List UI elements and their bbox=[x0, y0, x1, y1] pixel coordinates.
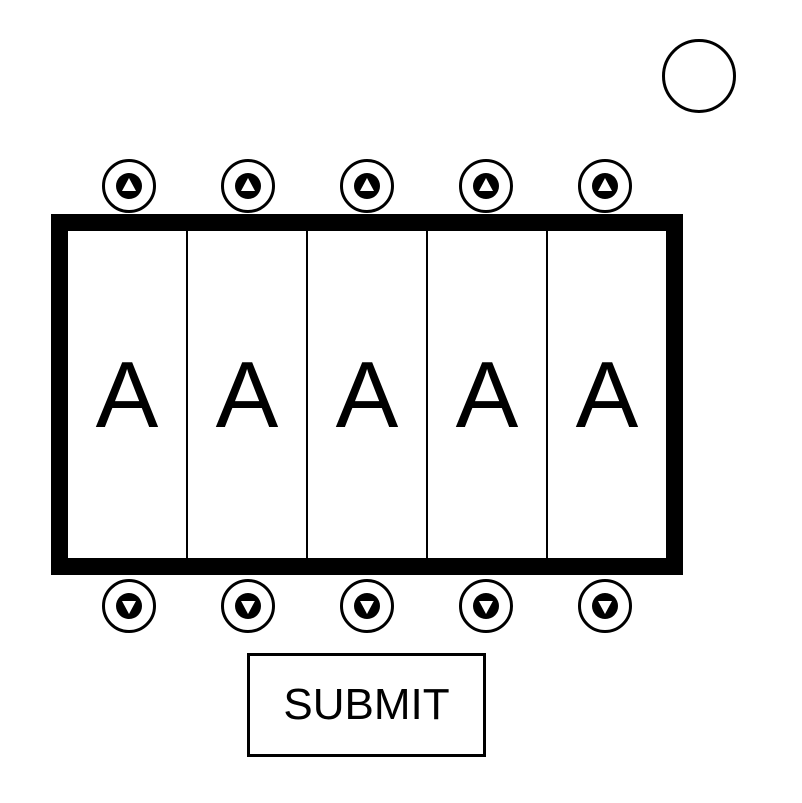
wheel-1-letter: A bbox=[68, 231, 188, 558]
triangle-up-icon bbox=[116, 173, 142, 199]
wheel-3-down-button[interactable] bbox=[340, 579, 394, 633]
triangle-up-icon bbox=[235, 173, 261, 199]
triangle-down-icon bbox=[592, 593, 618, 619]
wheel-5-letter: A bbox=[575, 341, 639, 447]
triangle-down-icon bbox=[473, 593, 499, 619]
status-circle-icon bbox=[662, 39, 736, 113]
wheel-3-letter: A bbox=[308, 231, 428, 558]
wheel-1-up-button[interactable] bbox=[102, 159, 156, 213]
triangle-up-icon bbox=[592, 173, 618, 199]
triangle-up-icon bbox=[354, 173, 380, 199]
triangle-up-icon bbox=[473, 173, 499, 199]
triangle-down-icon bbox=[354, 593, 380, 619]
wheel-4-up-button[interactable] bbox=[459, 159, 513, 213]
triangle-down-icon bbox=[235, 593, 261, 619]
wheel-1-down-button[interactable] bbox=[102, 579, 156, 633]
triangle-down-icon bbox=[116, 593, 142, 619]
wheel-3-up-button[interactable] bbox=[340, 159, 394, 213]
wheel-5-down-button[interactable] bbox=[578, 579, 632, 633]
wheel-5-up-button[interactable] bbox=[578, 159, 632, 213]
wheel-2-letter: A bbox=[188, 231, 308, 558]
wheel-4-down-button[interactable] bbox=[459, 579, 513, 633]
wheel-2-up-button[interactable] bbox=[221, 159, 275, 213]
wheel-4-letter: A bbox=[428, 231, 548, 558]
submit-button[interactable]: SUBMIT bbox=[247, 653, 486, 757]
wheel-2-down-button[interactable] bbox=[221, 579, 275, 633]
combination-lock: A A A A A bbox=[51, 214, 683, 575]
